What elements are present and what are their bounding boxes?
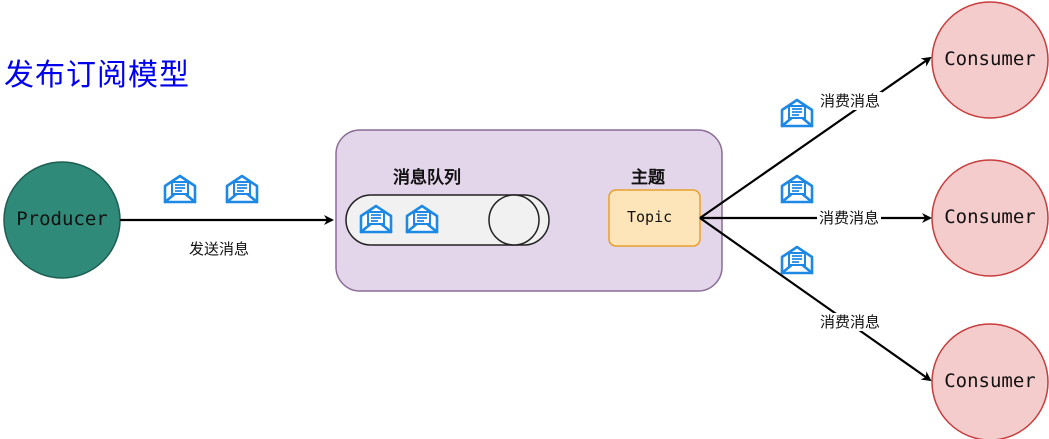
consume-edge-label-2: 消费消息 <box>817 209 882 227</box>
send-edge-label: 发送消息 <box>187 240 252 258</box>
consumer-label-1: Consumer <box>944 48 1036 70</box>
consume-edge-3 <box>699 217 932 382</box>
consumer-node-1[interactable] <box>931 1 1049 119</box>
producer-label: Producer <box>16 208 108 230</box>
consumer-label-2: Consumer <box>944 206 1036 228</box>
consume-edge-label-3: 消费消息 <box>818 313 883 331</box>
envelope-icon <box>780 174 814 204</box>
consume-edge-label-1: 消费消息 <box>818 92 883 110</box>
topic-section-label: 主题 <box>631 168 665 188</box>
envelope-icon <box>225 174 259 204</box>
envelope-icon <box>780 98 814 128</box>
queue-pill-end <box>488 194 540 246</box>
envelope-icon <box>780 245 814 275</box>
topic-label: Topic <box>627 208 673 226</box>
envelope-icon <box>163 174 197 204</box>
diagram-title: 发布订阅模型 <box>4 58 190 93</box>
consumer-node-2[interactable] <box>931 159 1049 277</box>
consumer-label-3: Consumer <box>944 370 1036 392</box>
consumer-node-3[interactable] <box>931 323 1049 439</box>
queue-section-label: 消息队列 <box>393 168 461 188</box>
consume-edge-1 <box>699 56 932 219</box>
